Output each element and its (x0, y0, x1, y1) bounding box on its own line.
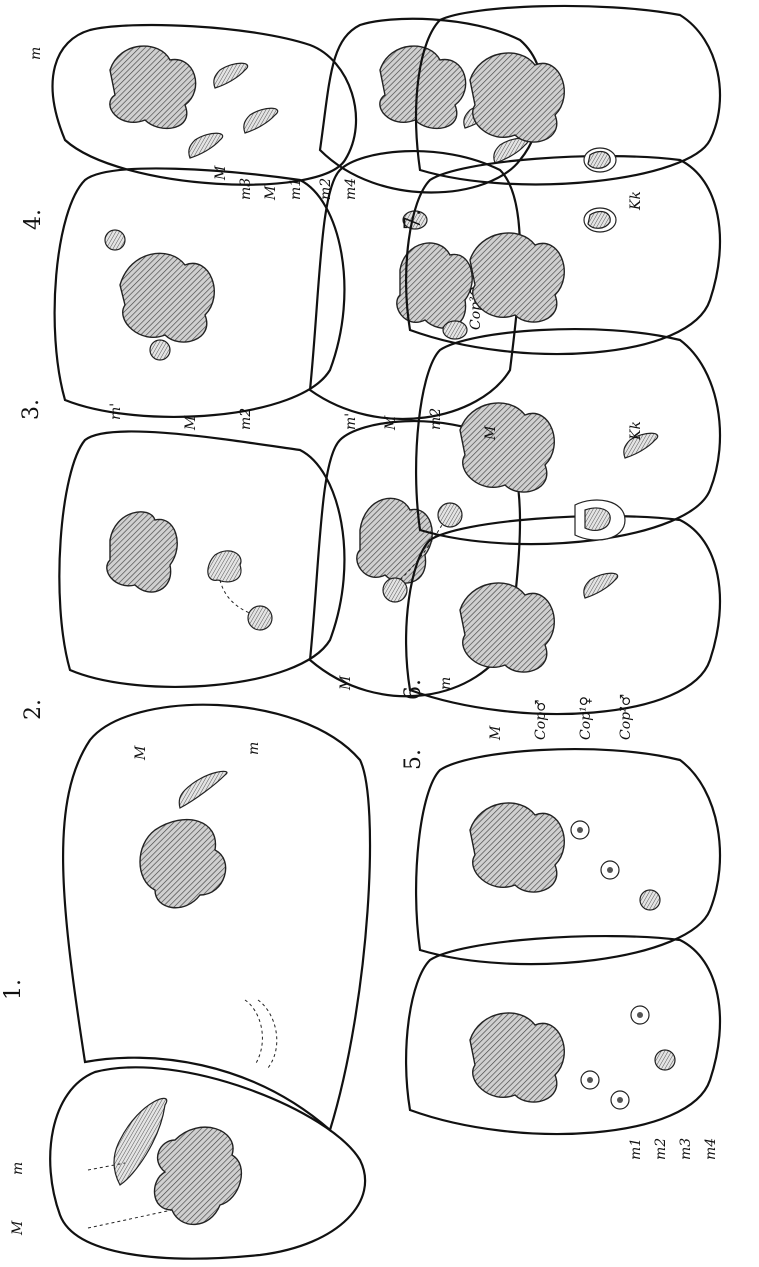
micronucleus-6a (584, 573, 618, 598)
macronucleus-4a (110, 46, 196, 128)
macronucleus-7a (470, 233, 564, 322)
label-M-fig1: M (10, 1220, 26, 1236)
label-M-fig2a: M (133, 745, 149, 761)
micronucleus-1b (179, 771, 227, 808)
label-Kk-fig7b: Kk (628, 191, 644, 211)
label-M-fig4b: M (263, 185, 279, 201)
figure-5-number: 5. (401, 749, 426, 770)
micronucleus-4a-1 (214, 63, 248, 88)
macronucleus-6b (460, 403, 554, 492)
micronucleus-3a-1 (105, 230, 125, 250)
label-m-fig2a: m (246, 742, 262, 755)
label-M-fig2b: M (338, 675, 354, 691)
label-Cop2-male: Cop²♂ (618, 694, 634, 740)
figure-3-number: 3. (19, 399, 44, 420)
cell-4a (53, 25, 356, 185)
mitotic-spindle-2a (220, 580, 255, 615)
label-m1-fig3a: m' (108, 403, 124, 420)
label-m-fig1: m (10, 1162, 26, 1175)
cell-1b (63, 705, 370, 1130)
micronucleus-3b-2 (443, 321, 467, 339)
bridge-strand-1 (245, 1000, 277, 1068)
macronucleus-5b (470, 803, 564, 892)
micronucleus-5a-m4 (655, 1050, 675, 1070)
label-m-fig4a: m (28, 47, 44, 60)
macronucleus-7b (470, 53, 564, 142)
micronucleus-5a-m2-center (617, 1097, 623, 1103)
micronucleus-2b-bottom (383, 578, 407, 602)
label-m2-fig5: m2 (653, 1138, 669, 1160)
figure-1-number: 1. (1, 979, 26, 1000)
figure-6-number: 6. (401, 679, 426, 700)
figure-7-number: 7. (401, 209, 426, 230)
label-m3-fig4b: m3 (238, 178, 254, 200)
figure-2-number: 2. (21, 699, 46, 720)
label-m2-fig4b: m2 (318, 178, 334, 200)
macronucleus-1b (140, 820, 226, 908)
label-Kk-fig7a: Kk (628, 421, 644, 441)
macronucleus-6a (460, 583, 554, 672)
macronucleus-2b (357, 498, 432, 583)
label-m1-fig5: m1 (628, 1138, 644, 1160)
macronucleus-1a (155, 1127, 242, 1224)
micronucleus-4a-3 (189, 133, 223, 158)
figure-1: 1. m M (1, 705, 370, 1259)
label-M-fig3a: M (183, 415, 199, 431)
cell-5a (406, 936, 720, 1134)
label-m1-fig4b: m1 (288, 178, 304, 200)
figure-2: 2. M m M m (21, 421, 520, 761)
label-m3-fig5: m3 (678, 1138, 694, 1160)
cell-5b (416, 749, 720, 964)
label-M-fig7: M (483, 425, 499, 441)
cell-2a (59, 431, 344, 686)
label-M-fig3b: M (383, 415, 399, 431)
micronucleus-7b-inner (588, 151, 610, 168)
micronucleus-5b-3 (640, 890, 660, 910)
label-m4-fig5: m4 (703, 1138, 719, 1160)
label-m2-fig3b: m2 (428, 408, 444, 430)
macronucleus-5a (470, 1013, 564, 1102)
micronucleus-2a (208, 551, 241, 582)
micronucleus-1a (114, 1098, 167, 1185)
label-m-fig2b: m (438, 677, 454, 690)
micronucleus-7a-inner (588, 211, 610, 228)
micronucleus-5a-m3-center (637, 1012, 643, 1018)
label-M-fig4a: M (213, 165, 229, 181)
micronucleus-5b-2-center (607, 867, 613, 873)
figure-4: 4. m M m3 M m1 m2 m4 (21, 19, 543, 230)
micronucleus-3a-2 (150, 340, 170, 360)
label-Cop1-female: Cop¹♀ (578, 696, 594, 740)
micronucleus-5b-1-center (577, 827, 583, 833)
label-M-fig6: M (488, 725, 504, 741)
label-Cop-male: Cop♂ (533, 699, 549, 740)
micronucleus-5a-m1-center (587, 1077, 593, 1083)
label-m1-fig3b: m' (343, 413, 359, 430)
micronucleus-2a-pole (248, 606, 272, 630)
figure-5: 5. m1 m2 m3 m4 (401, 749, 720, 1160)
micronucleus-6-bridge-inner (585, 508, 610, 530)
macronucleus-3a (120, 253, 214, 342)
micronucleus-2b-top (438, 503, 462, 527)
macronucleus-2a (107, 512, 177, 592)
label-m4-fig4b: m4 (343, 178, 359, 200)
label-m2-fig3a: m2 (238, 408, 254, 430)
figure-4-number: 4. (21, 209, 46, 230)
micronucleus-4a-2 (244, 108, 278, 133)
leader-M-1 (88, 1210, 172, 1228)
